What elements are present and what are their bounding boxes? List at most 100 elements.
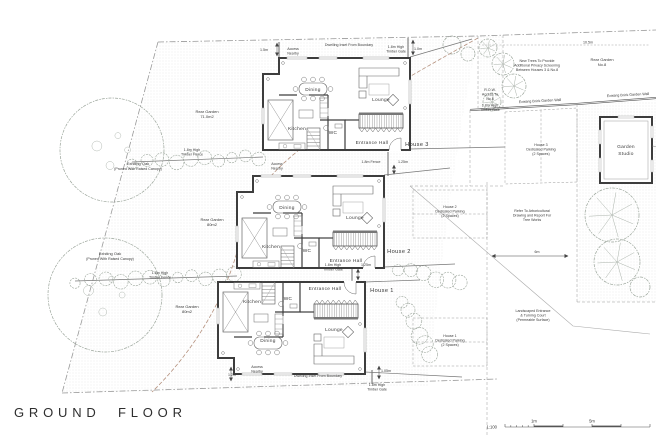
new-trees-label-3: Between Houses 3 & No.8 bbox=[516, 68, 558, 72]
fence-1-label-1: 1.8m High bbox=[184, 148, 200, 152]
arb-note-label-2: Drawing and Report For bbox=[513, 214, 552, 218]
dim-gate-h2h1: 1.25m bbox=[361, 263, 371, 267]
h2-hall-label: Entrance Hall bbox=[330, 258, 363, 264]
house-1-plan bbox=[216, 279, 367, 376]
rear-garden-h1-area: 80m2 bbox=[182, 309, 193, 314]
dim-gate-h1-side: 1.2m bbox=[228, 373, 236, 377]
access-h2-label-2: Nearby bbox=[271, 167, 283, 171]
dimension-lines bbox=[229, 39, 569, 382]
arb-note-label-3: Tree Works bbox=[523, 218, 542, 222]
dwelling-inset-top: Dwelling Inset From Boundary bbox=[325, 43, 373, 47]
brick-wall-label-2: Existing Brick Garden Wall bbox=[607, 92, 650, 98]
h1-wc-label: WC bbox=[284, 296, 293, 302]
gate-h2h1-label-2: Timber Gate bbox=[323, 268, 343, 272]
house-1-name: House 1 bbox=[370, 288, 394, 294]
oak-1-label-2: (Pruned With Raised Canopy) bbox=[114, 167, 162, 171]
new-trees-label-1: New Trees To Provide bbox=[519, 59, 554, 63]
dim-court: 6m bbox=[535, 250, 540, 254]
garden-studio-building bbox=[598, 115, 656, 184]
h2-wc-label: WC bbox=[303, 248, 312, 254]
dim-gate-h1-bottom: 1.05m bbox=[381, 369, 391, 373]
dim-gate-h3h2: 1.25m bbox=[398, 160, 408, 164]
parking-bays bbox=[412, 107, 578, 367]
rear-garden-h2-area: 80m2 bbox=[207, 222, 218, 227]
scale-5m: 5m bbox=[589, 419, 595, 424]
h1-hall-label: Entrance Hall bbox=[309, 286, 342, 292]
oak-1-label-1: Existing Oak bbox=[127, 161, 149, 166]
h3-hall-label: Entrance Hall bbox=[356, 140, 389, 146]
parking-h3-label-3: (2 Spaces) bbox=[532, 152, 549, 156]
house-3-name: House 3 bbox=[405, 142, 429, 148]
rear-garden-h3-area: 71.0m2 bbox=[200, 114, 214, 119]
h2-kitchen-label: Kitchen bbox=[262, 244, 280, 250]
access-h3-label-2: Nearby bbox=[287, 52, 299, 56]
no8-garden-label-2: No.8 bbox=[598, 62, 607, 67]
rear-garden-h2-label: Rear Garden bbox=[200, 217, 223, 222]
drawing-title: GROUND FLOOR bbox=[14, 405, 187, 420]
vegetation-layer bbox=[47, 35, 651, 363]
gate-h1-bottom-label-1: 1.8m High bbox=[369, 383, 385, 387]
parking-h2-label-3: (2 Spaces) bbox=[441, 214, 458, 218]
h3-lounge-label: Lounge bbox=[372, 97, 390, 103]
h1-lounge-label: Lounge bbox=[325, 327, 343, 333]
rear-garden-h3-label: Rear Garden bbox=[195, 109, 218, 114]
access-h2-label-1: Access bbox=[271, 162, 283, 166]
brick-garden-wall bbox=[469, 97, 656, 111]
access-h3-label-1: Access bbox=[287, 47, 299, 51]
h3-wc-label: WC bbox=[329, 130, 338, 136]
access-h1-label-1: Access bbox=[251, 365, 263, 369]
rear-garden-h1-label: Rear Garden bbox=[175, 304, 198, 309]
garden-studio-label-2: Studio bbox=[618, 151, 633, 157]
landscaped-label-1: Landscaped Entrance bbox=[516, 309, 551, 313]
access-h1-label-2: Nearby bbox=[251, 370, 263, 374]
row-label-2: Access To bbox=[482, 93, 498, 97]
scale-bar: 1:100 1m 5m bbox=[487, 419, 651, 430]
parking-h1-label-1: House 1 bbox=[443, 334, 456, 338]
dim-gate-h3-top: 1.0m bbox=[414, 47, 422, 51]
fence-2-label-2: Timber Fence bbox=[149, 276, 171, 280]
fence-h3h2-label: 1.8m Fence bbox=[362, 160, 381, 164]
row-gate-label-2: Timber Gate bbox=[480, 108, 500, 112]
landscaped-label-2: & Turning Court bbox=[520, 314, 545, 318]
parking-h1-label-2: Dedicated Parking bbox=[435, 339, 464, 343]
no8-garden-label-1: Rear Garden bbox=[590, 57, 613, 62]
fences-and-gates bbox=[74, 38, 506, 384]
dwelling-inset-bottom: Dwelling Inset From Boundary bbox=[294, 374, 342, 378]
gate-h3-label-1: 1.8m High bbox=[388, 45, 404, 49]
brick-wall-label-1: Existing Brick Garden Wall bbox=[519, 98, 562, 104]
h3-dining-label: Dining bbox=[305, 87, 320, 93]
gate-h1-bottom-label-2: Timber Gate bbox=[367, 388, 387, 392]
house-2-name: House 2 bbox=[387, 249, 411, 255]
parking-h3-label-2: Dedicated Parking bbox=[526, 148, 555, 152]
parking-h3-label-1: House 3 bbox=[534, 143, 547, 147]
parking-h1-label-3: (2 Spaces) bbox=[441, 343, 458, 347]
fence-2-label-1: 1.8m High bbox=[152, 271, 168, 275]
arb-note-label-1: Refer To Arboricultural bbox=[514, 209, 550, 213]
gate-h2h1-label-1: 1.8m High bbox=[325, 263, 341, 267]
parking-h2-label-1: House 2 bbox=[443, 205, 456, 209]
parking-h2-label-2: Dedicated Parking bbox=[435, 210, 464, 214]
row-gate-label-1: 1.8m High bbox=[482, 104, 498, 108]
gate-h3-label-2: Timber Gate bbox=[386, 50, 406, 54]
h1-kitchen-label: Kitchen bbox=[243, 299, 261, 305]
fence-1-label-2: Timber Fence bbox=[181, 153, 203, 157]
row-label-3: No.8 bbox=[486, 97, 494, 101]
annotation-layer: Dwelling Inset From Boundary 1.8m High T… bbox=[86, 41, 649, 392]
dim-gate-h3-side: 1.5m bbox=[260, 48, 268, 52]
house-2-plan bbox=[235, 174, 386, 271]
house-3-plan bbox=[261, 56, 412, 153]
h3-kitchen-label: Kitchen bbox=[288, 126, 306, 132]
scale-1m: 1m bbox=[531, 419, 537, 424]
garden-studio-label-1: Garden bbox=[617, 144, 635, 150]
new-trees-label-2: Additional Privacy Screening bbox=[514, 64, 560, 68]
oak-2-label-1: Existing Oak bbox=[99, 251, 121, 256]
row-label-1: R.O.W. bbox=[484, 88, 496, 92]
h2-dining-label: Dining bbox=[279, 205, 294, 211]
oak-2-label-2: (Pruned With Raised Canopy) bbox=[86, 257, 134, 261]
h2-lounge-label: Lounge bbox=[346, 215, 364, 221]
landscaped-label-3: (Permeable Surface) bbox=[516, 318, 549, 322]
scale-ratio: 1:100 bbox=[487, 425, 498, 430]
dim-boundary-no8: 10.5m bbox=[583, 41, 593, 45]
